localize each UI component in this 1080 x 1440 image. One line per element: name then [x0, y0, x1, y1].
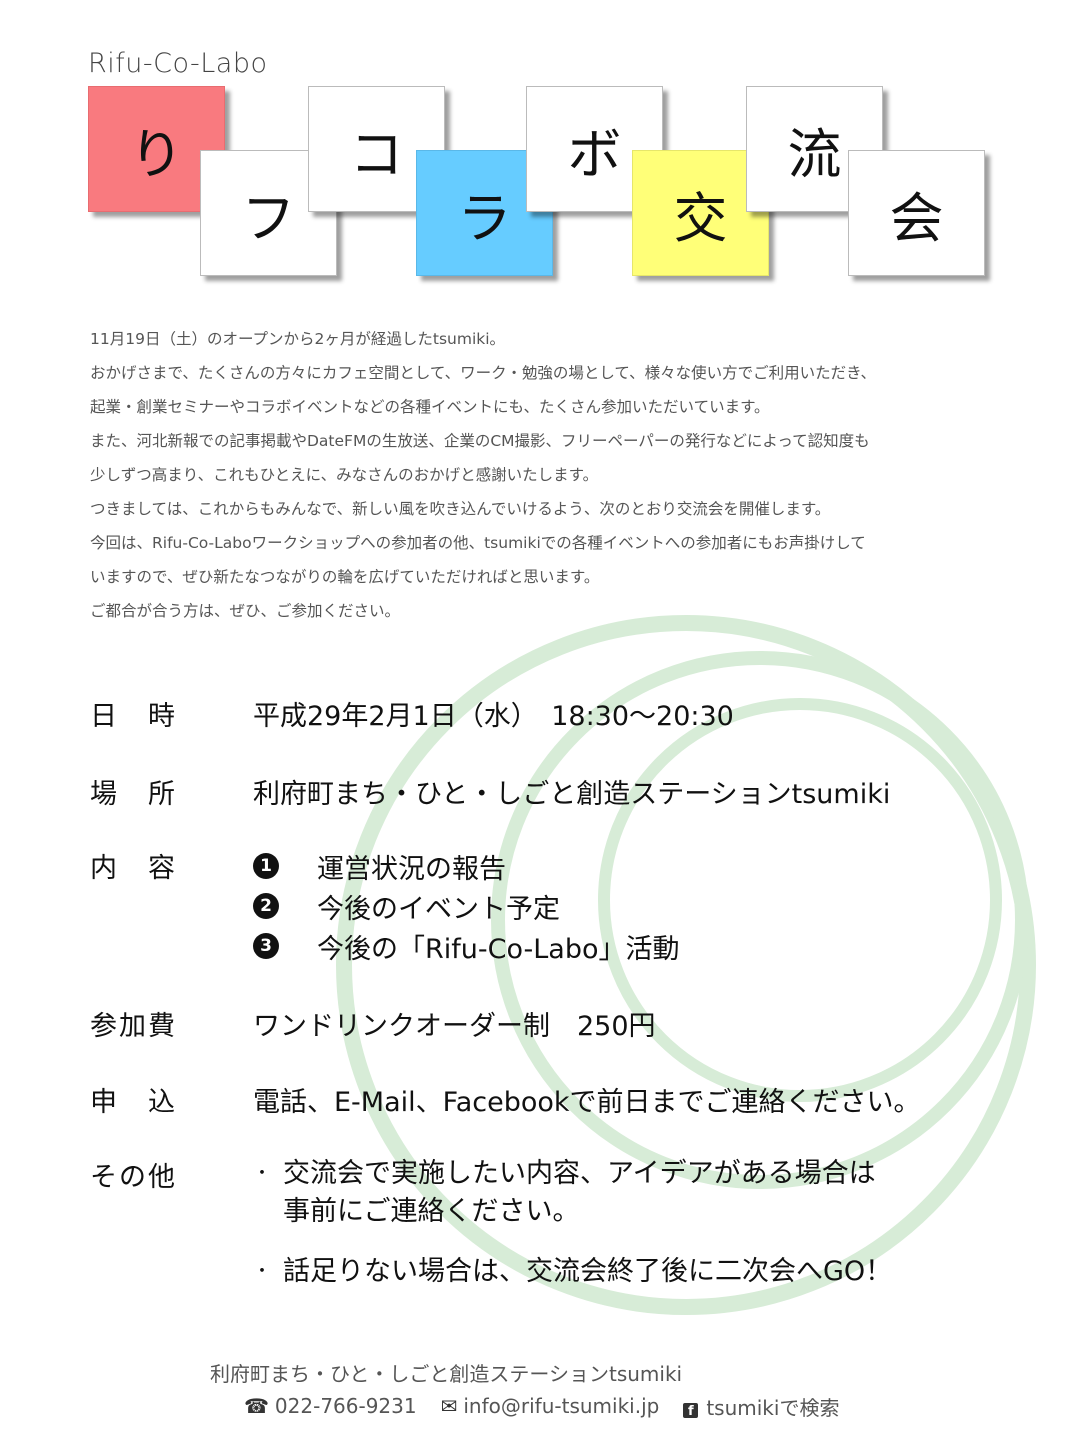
- intro-line: いますので、ぜひ新たなつながりの輪を広げていただければと思います。: [90, 568, 600, 586]
- intro-text: 11月19日（土）のオープンから2ヶ月が経過したtsumiki。 おかげさまで、…: [90, 322, 1030, 628]
- content-list: 1 運営状況の報告 2 今後のイベント予定 3 今後の「Rifu-Co-Labo…: [253, 846, 679, 966]
- fee-value: ワンドリンクオーダー制 250円: [253, 1011, 656, 1042]
- content-label: 内 容: [90, 853, 177, 884]
- intro-line: 起業・創業セミナーやコラボイベントなどの各種イベントにも、たくさん参加いただいて…: [90, 398, 770, 416]
- content-item-text: 運営状況の報告: [317, 853, 506, 885]
- other-label: その他: [90, 1162, 177, 1193]
- footer-facebook: f tsumikiで検索: [683, 1392, 839, 1421]
- intro-line: また、河北新報での記事掲載やDateFMの生放送、企業のCM撮影、フリーペーパー…: [90, 432, 870, 450]
- footer-org: 利府町まち・ひと・しごと創造ステーションtsumiki: [210, 1362, 683, 1386]
- content-item: 2 今後のイベント予定: [253, 886, 679, 926]
- content-item-text: 今後のイベント予定: [317, 893, 560, 925]
- intro-line: つきましては、これからもみんなで、新しい風を吹き込んでいけるよう、次のとおり交流…: [90, 500, 831, 518]
- email-address: info@rifu-tsumiki.jp: [463, 1394, 660, 1418]
- content-item: 3 今後の「Rifu-Co-Labo」活動: [253, 926, 679, 966]
- phone-icon: ☎: [244, 1394, 269, 1418]
- subtitle: Rifu-Co-Labo: [88, 48, 268, 79]
- mail-icon: ✉: [440, 1394, 458, 1418]
- other-item: ・ 交流会で実施したい内容、アイデアがある場合は 事前にご連絡ください。: [253, 1155, 892, 1231]
- intro-line: おかげさまで、たくさんの方々にカフェ空間として、ワーク・勉強の場として、様々な使…: [90, 364, 877, 382]
- facebook-text: tsumikiで検索: [706, 1395, 840, 1420]
- other-item: ・ 話足りない場合は、交流会終了後に二次会へGO！: [253, 1253, 892, 1291]
- content-item-text: 今後の「Rifu-Co-Labo」活動: [317, 933, 680, 965]
- datetime-value: 平成29年2月1日（水） 18:30～20:30: [253, 701, 734, 732]
- apply-label: 申 込: [90, 1087, 177, 1118]
- phone-number: 022-766-9231: [274, 1394, 417, 1418]
- other-item-text: 交流会で実施したい内容、アイデアがある場合は 事前にご連絡ください。: [283, 1158, 876, 1227]
- footer-email: ✉info@rifu-tsumiki.jp: [441, 1394, 660, 1418]
- place-label: 場 所: [90, 779, 177, 810]
- intro-line: 少しずつ高まり、これもひとえに、みなさんのおかげと感謝いたします。: [90, 466, 599, 484]
- title-tile-ri: り: [88, 86, 225, 212]
- facebook-icon: f: [683, 1402, 699, 1418]
- apply-value: 電話、E-Mail、Facebookで前日までご連絡ください。: [253, 1087, 921, 1118]
- intro-line: ご都合が合う方は、ぜひ、ご参加ください。: [90, 602, 401, 620]
- other-list: ・ 交流会で実施したい内容、アイデアがある場合は 事前にご連絡ください。 ・ 話…: [253, 1155, 892, 1291]
- other-item-text: 話足りない場合は、交流会終了後に二次会へGO！: [283, 1256, 893, 1287]
- content-item: 1 運営状況の報告: [253, 846, 679, 886]
- place-value: 利府町まち・ひと・しごと創造ステーションtsumiki: [253, 779, 891, 810]
- intro-line: 今回は、Rifu-Co-Laboワークショップへの参加者の他、tsumikiでの…: [90, 534, 866, 552]
- title-tile-kai: 会: [848, 150, 985, 276]
- footer-phone: ☎022-766-9231: [244, 1394, 417, 1418]
- number-badge: 2: [253, 893, 279, 919]
- fee-label: 参加費: [90, 1011, 177, 1042]
- datetime-label: 日 時: [90, 701, 177, 732]
- intro-line: 11月19日（土）のオープンから2ヶ月が経過したtsumiki。: [90, 330, 506, 348]
- bullet-mark: ・: [253, 1163, 271, 1184]
- number-badge: 1: [253, 853, 279, 879]
- footer: 利府町まち・ひと・しごと創造ステーションtsumiki ☎022-766-923…: [210, 1358, 839, 1422]
- bullet-mark: ・: [253, 1261, 271, 1282]
- number-badge: 3: [253, 933, 279, 959]
